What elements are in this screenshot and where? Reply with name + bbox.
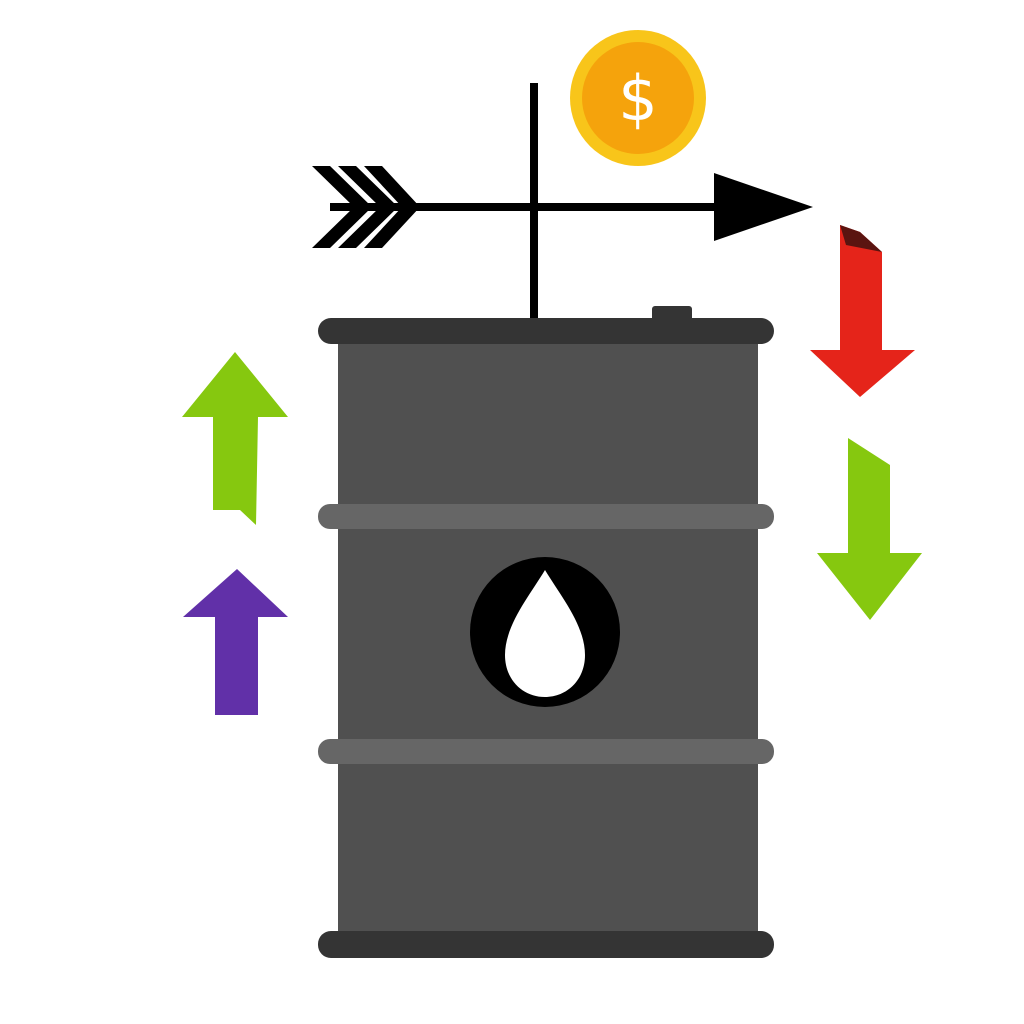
oil-barrel-icon: [318, 306, 774, 958]
oil-drop-icon: [505, 570, 585, 697]
arrow-up-icon: [183, 569, 288, 715]
arrow-fletching-icon: [312, 166, 420, 248]
dollar-sign: $: [618, 62, 657, 135]
arrow-up-icon: [182, 352, 288, 525]
arrow-down-icon: [810, 225, 915, 397]
barrel-band: [318, 504, 774, 529]
barrel-band: [318, 739, 774, 764]
barrel-bottom-rim: [318, 931, 774, 958]
dollar-coin-icon: $: [570, 30, 706, 166]
arrow-down-icon: [817, 438, 922, 620]
weather-vane-icon: [312, 83, 813, 320]
barrel-top-rim: [318, 318, 774, 344]
